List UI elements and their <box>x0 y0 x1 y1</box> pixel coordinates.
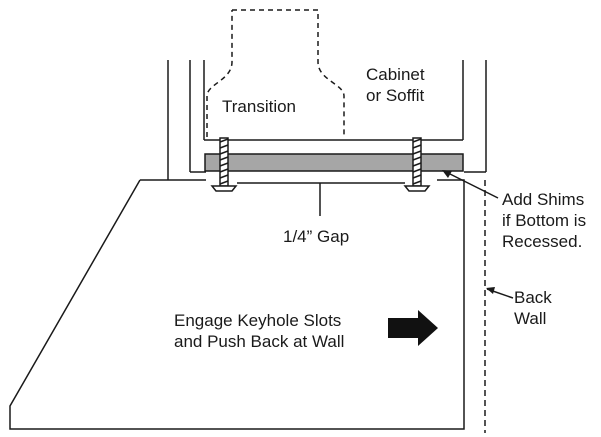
shims-label-line2: if Bottom is <box>502 211 586 230</box>
duct-transition-dashed <box>206 9 345 137</box>
shims-leader-arrowhead <box>442 170 452 178</box>
left-screw <box>210 137 238 192</box>
back-wall-label-line1: Back <box>514 288 552 307</box>
shims-label-line3: Recessed. <box>502 232 582 251</box>
back-wall-leader-arrowhead <box>486 287 495 294</box>
back-wall-label-line2: Wall <box>514 309 546 328</box>
range-hood-body <box>9 179 465 430</box>
transition-label: Transition <box>222 97 296 116</box>
shims-leader <box>445 171 499 199</box>
push-arrow <box>388 310 438 346</box>
cabinet-label-line2: or Soffit <box>366 86 425 105</box>
shim <box>204 153 464 172</box>
engage-label-line2: and Push Back at Wall <box>174 332 344 351</box>
engage-label-line1: Engage Keyhole Slots <box>174 311 341 330</box>
shims-label-line1: Add Shims <box>502 190 584 209</box>
gap-label: 1/4” Gap <box>283 227 349 246</box>
right-screw <box>403 137 431 192</box>
cabinet-label-line1: Cabinet <box>366 65 425 84</box>
